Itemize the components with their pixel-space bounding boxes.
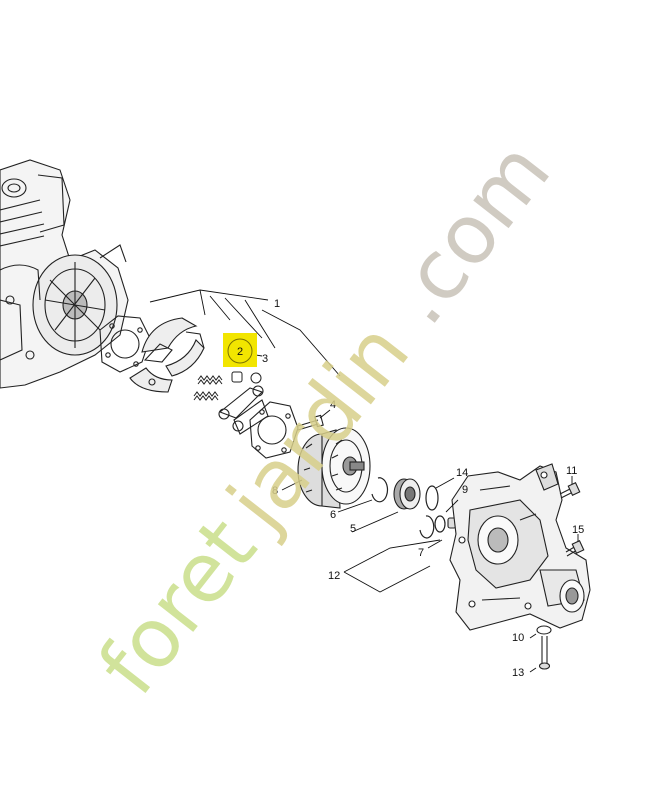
callout-5: 5: [350, 523, 356, 535]
callout-11: 11: [566, 465, 577, 477]
bolt-part-13: [538, 636, 551, 670]
callout-6: 6: [330, 509, 336, 521]
callout-9: 9: [462, 484, 468, 496]
highlighted-part-callout[interactable]: 2: [223, 333, 257, 367]
screw-part-15: [565, 540, 585, 557]
ring-part-9: [434, 515, 446, 533]
watermark-foret: foret: [81, 501, 275, 712]
callout-7: 7: [418, 547, 424, 559]
callout-1: 1: [274, 298, 280, 310]
clutch-springs: [193, 371, 262, 401]
callout-3: 3: [262, 353, 268, 365]
watermark: foret jardin .com: [81, 125, 569, 712]
leader-lines: [149, 289, 579, 673]
callout-4: 4: [330, 399, 336, 411]
circlip-part-7: [419, 515, 435, 539]
highlight-circle: [227, 338, 253, 364]
callout-12: 12: [328, 570, 340, 582]
screw-part-4: [297, 414, 324, 431]
screw-part-11: [559, 482, 581, 499]
highlight-label: 2: [237, 346, 243, 358]
watermark-com: .com: [370, 125, 569, 342]
callout-13: 13: [512, 667, 524, 679]
washer-part-14: [425, 485, 439, 511]
gear-housing: [449, 463, 591, 631]
bearing-part-5: [393, 478, 421, 510]
washer-part-10: [536, 625, 552, 635]
clutch-drum: [297, 427, 371, 509]
callout-10: 10: [512, 632, 524, 644]
clutch-gasket-right: [249, 401, 299, 459]
clutch-carrier: [218, 385, 269, 435]
engine-block: [0, 159, 129, 389]
callout-15: 15: [572, 524, 584, 536]
callout-8: 8: [272, 485, 278, 497]
callout-14: 14: [456, 467, 468, 479]
clutch-shoes: [129, 317, 205, 393]
callout-numbers: 1 3 4 5 6 7 8 9 10 11 12 13 14 15: [262, 298, 584, 679]
circlip-part-6: [371, 477, 389, 503]
